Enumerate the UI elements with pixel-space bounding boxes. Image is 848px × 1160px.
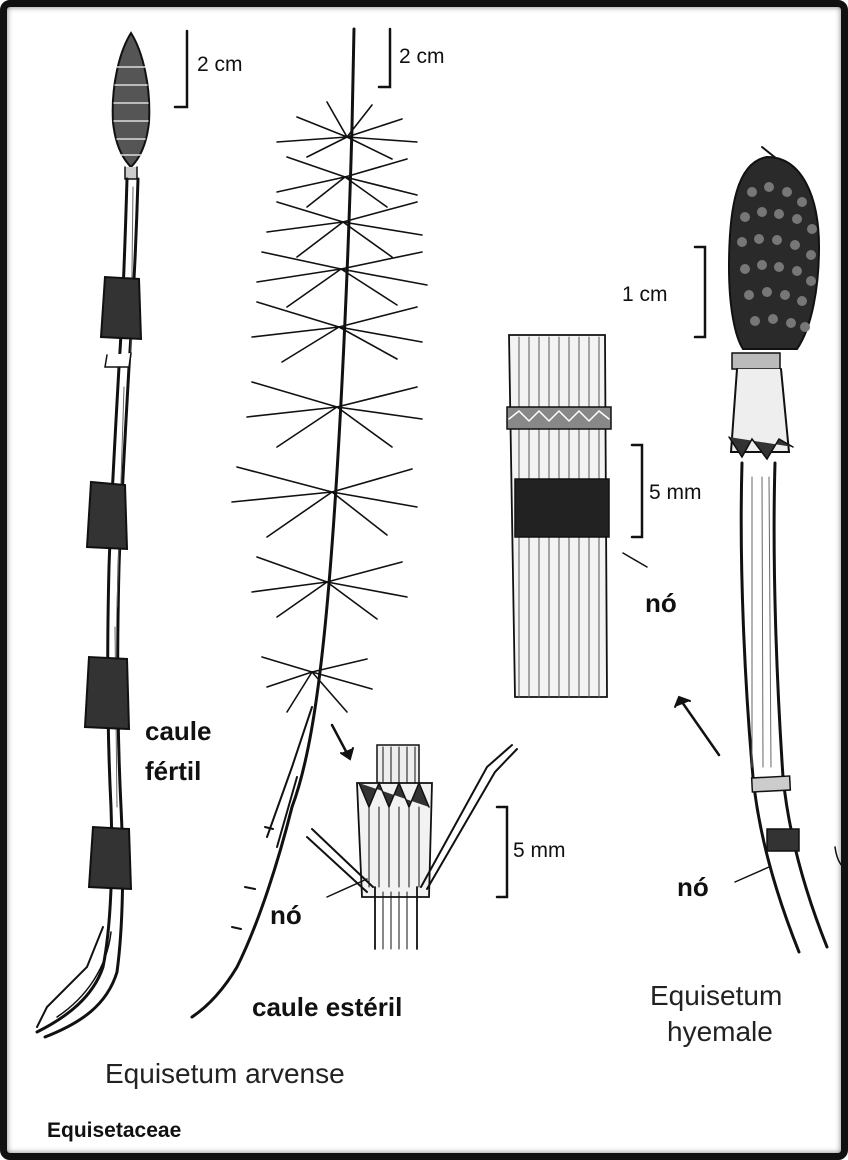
scale-label-1cm: 1 cm — [622, 283, 668, 307]
family-label: Equisetaceae — [47, 1119, 181, 1143]
scale-label-2cm-left: 2 cm — [197, 53, 243, 77]
label-caule-fertil-line2: fértil — [145, 753, 201, 789]
species-label-hyemale-line2: hyemale — [667, 1015, 773, 1049]
label-no-hyemale: nó — [677, 869, 709, 905]
scale-label-2cm-right: 2 cm — [399, 45, 445, 69]
species-label-hyemale-line1: Equisetum — [650, 979, 782, 1013]
hyemale-stem — [675, 147, 848, 952]
sterile-node-detail — [307, 745, 517, 949]
fertile-stem — [37, 33, 149, 1037]
scale-bar-2cm-right — [379, 29, 390, 87]
species-label-arvense: Equisetum arvense — [105, 1057, 345, 1091]
scale-bar-2cm-left — [175, 31, 187, 107]
label-caule-fertil-line1: caule — [145, 713, 212, 749]
scale-label-5mm-detail: 5 mm — [513, 839, 566, 863]
label-caule-esteril: caule estéril — [252, 989, 402, 1025]
label-no-detail: nó — [270, 897, 302, 933]
label-no-middle: nó — [645, 585, 677, 621]
hyemale-node-detail — [507, 335, 647, 697]
scale-label-5mm-node: 5 mm — [649, 481, 702, 505]
